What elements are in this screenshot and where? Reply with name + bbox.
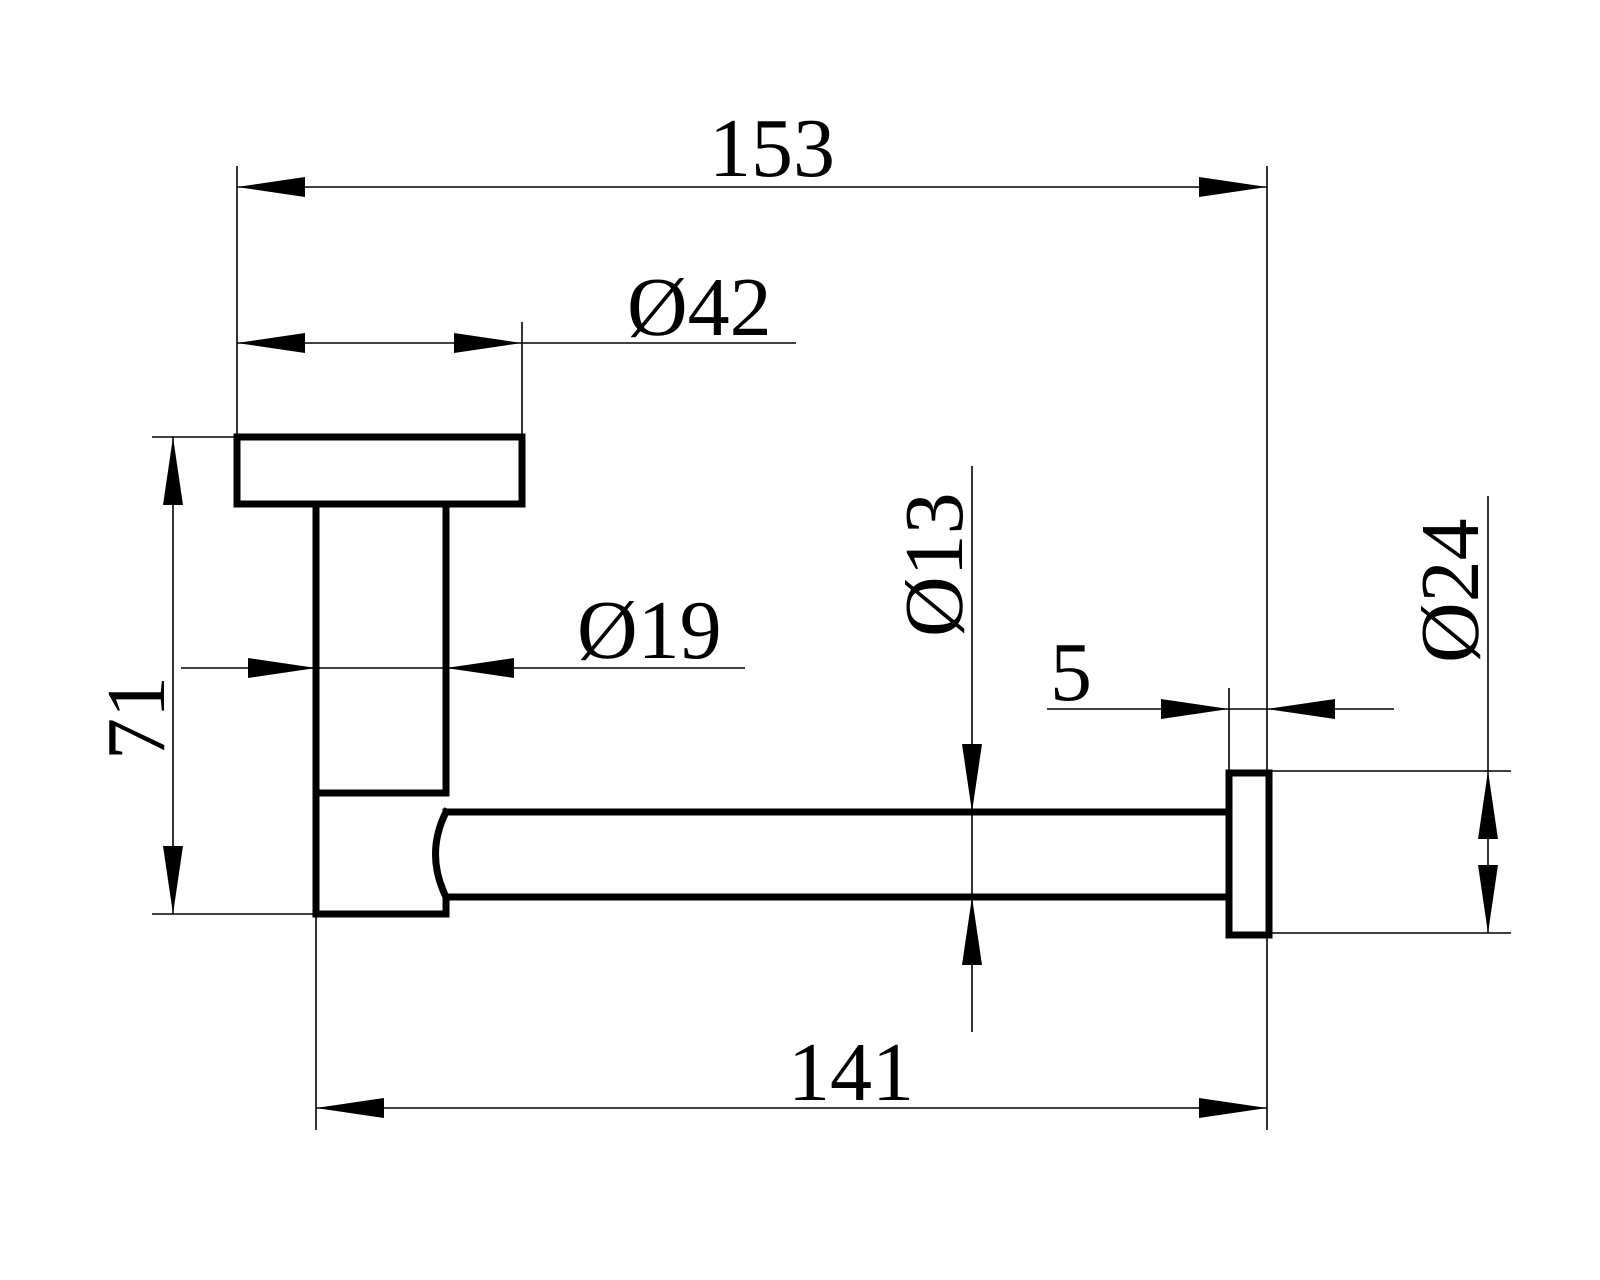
arrowhead: [163, 846, 183, 914]
arrowhead: [1199, 177, 1267, 197]
dimension-base-diameter: Ø42: [237, 261, 796, 437]
arrowhead: [1161, 699, 1229, 719]
base-diameter-label: Ø42: [627, 261, 772, 354]
dimension-end-cap-diameter: Ø24: [1269, 496, 1511, 934]
end-cap-thickness-label: 5: [1050, 626, 1092, 719]
overall-width-label: 153: [709, 102, 835, 195]
dimension-height: 71: [90, 436, 316, 915]
horizontal-rod: [432, 807, 1233, 902]
projection-length-label: 141: [788, 1026, 914, 1119]
end-cap-diameter-label: Ø24: [1404, 518, 1497, 663]
dimension-end-cap-thickness: 5: [1047, 626, 1394, 773]
end-cap: [1225, 769, 1273, 939]
dimension-post-diameter: Ø19: [181, 584, 745, 678]
arrowhead: [962, 744, 982, 812]
arrowhead: [962, 897, 982, 965]
post-diameter-label: Ø19: [577, 584, 722, 677]
arrowhead: [1267, 699, 1335, 719]
arrowhead: [446, 658, 514, 678]
arrowhead: [163, 437, 183, 505]
arrowhead: [316, 1098, 384, 1118]
arrowhead: [1478, 771, 1498, 839]
wall-base-plate: [233, 433, 526, 508]
arrowhead: [454, 333, 522, 353]
arrowhead: [248, 658, 316, 678]
dimension-overall-width: 153: [236, 102, 1268, 1130]
vertical-post: [312, 500, 450, 918]
toilet-roll-holder-outline: [233, 433, 1273, 939]
arrowhead: [1199, 1098, 1267, 1118]
rod-diameter-label: Ø13: [888, 492, 981, 637]
arrowhead: [237, 177, 305, 197]
height-label: 71: [90, 676, 183, 760]
arrowhead: [1478, 865, 1498, 933]
arrowhead: [237, 333, 305, 353]
dimension-rod-diameter: Ø13: [888, 466, 982, 1032]
dimension-projection-length: 141: [315, 914, 1267, 1130]
